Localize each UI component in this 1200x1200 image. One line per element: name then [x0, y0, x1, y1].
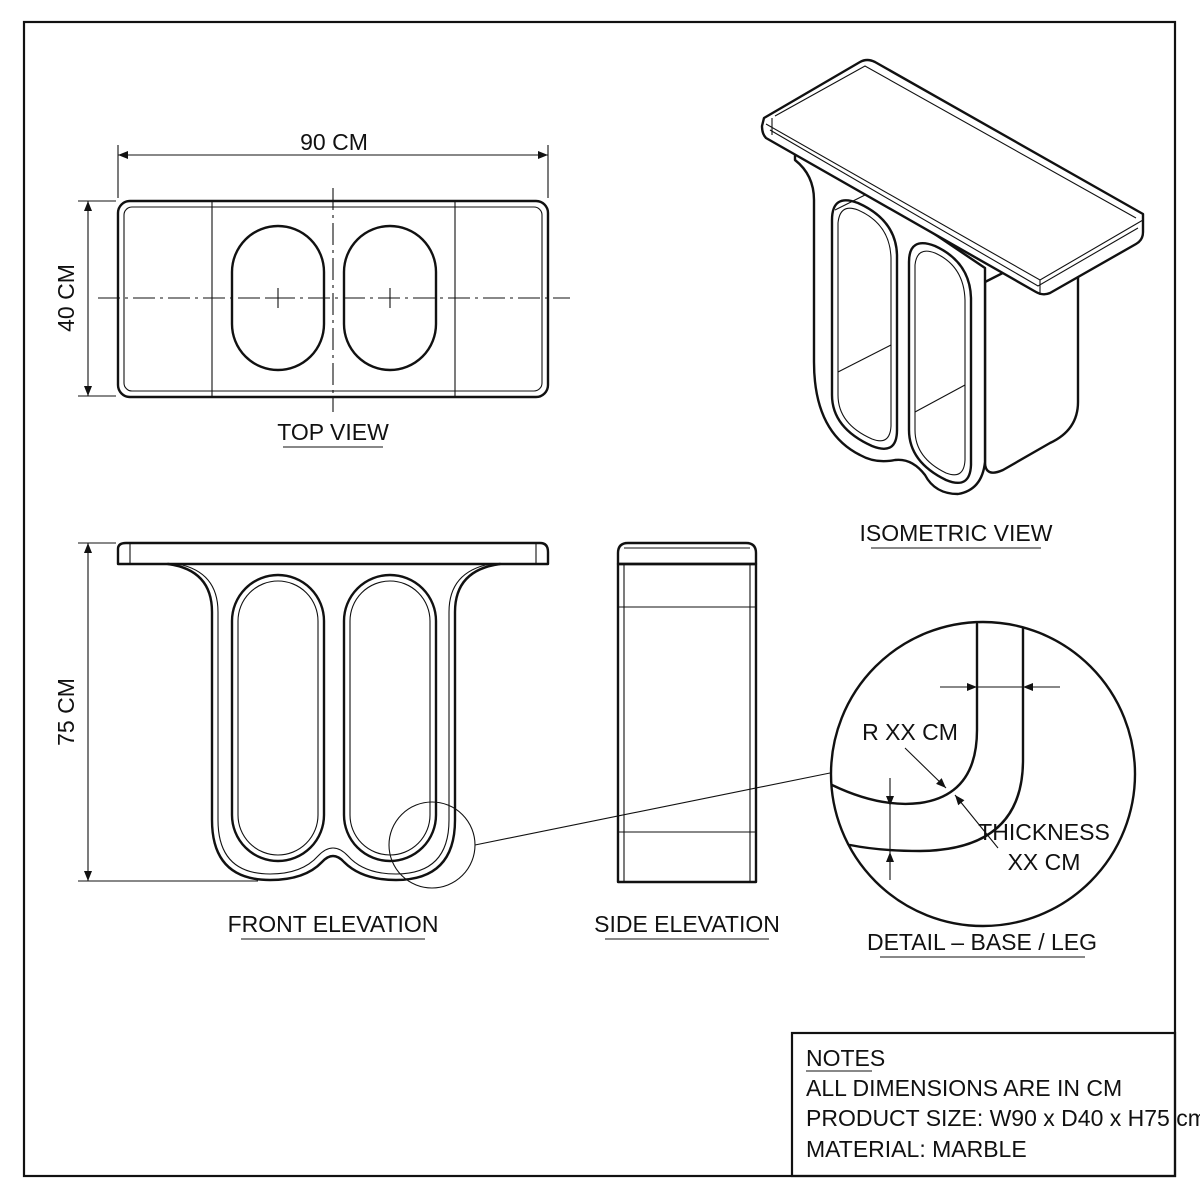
- notes-box: NOTES ALL DIMENSIONS ARE IN CM PRODUCT S…: [790, 1031, 1200, 1178]
- notes-line-2: PRODUCT SIZE: W90 x D40 x H75 cm: [806, 1105, 1200, 1131]
- isometric-view: ISOMETRIC VIEW: [760, 58, 1145, 549]
- side-elevation-title: SIDE ELEVATION: [594, 911, 780, 937]
- front-elevation: 75 CM FRONT ELEVATION: [53, 541, 831, 940]
- detail-title: DETAIL – BASE / LEG: [867, 929, 1097, 955]
- detail-base-leg: R XX CM THICKNESS XX CM DETAIL – BASE / …: [829, 620, 1137, 958]
- notes-heading: NOTES: [806, 1045, 885, 1071]
- thickness-label-line2: XX CM: [1008, 849, 1081, 875]
- sheet-border: [22, 20, 1177, 1178]
- notes-line-1: ALL DIMENSIONS ARE IN CM: [806, 1075, 1122, 1101]
- top-view-title: TOP VIEW: [277, 419, 389, 445]
- depth-dimension-label: 40 CM: [53, 264, 79, 332]
- front-elevation-title: FRONT ELEVATION: [228, 911, 439, 937]
- side-elevation: SIDE ELEVATION: [594, 541, 780, 940]
- thickness-label-line1: THICKNESS: [978, 819, 1110, 845]
- width-dimension-label: 90 CM: [300, 129, 368, 155]
- notes-line-3: MATERIAL: MARBLE: [806, 1136, 1027, 1162]
- height-dimension-label: 75 CM: [53, 678, 79, 746]
- radius-label: R XX CM: [862, 719, 958, 745]
- top-view: 90 CM 40 CM TOP VIEW: [53, 129, 570, 448]
- isometric-view-title: ISOMETRIC VIEW: [860, 520, 1053, 546]
